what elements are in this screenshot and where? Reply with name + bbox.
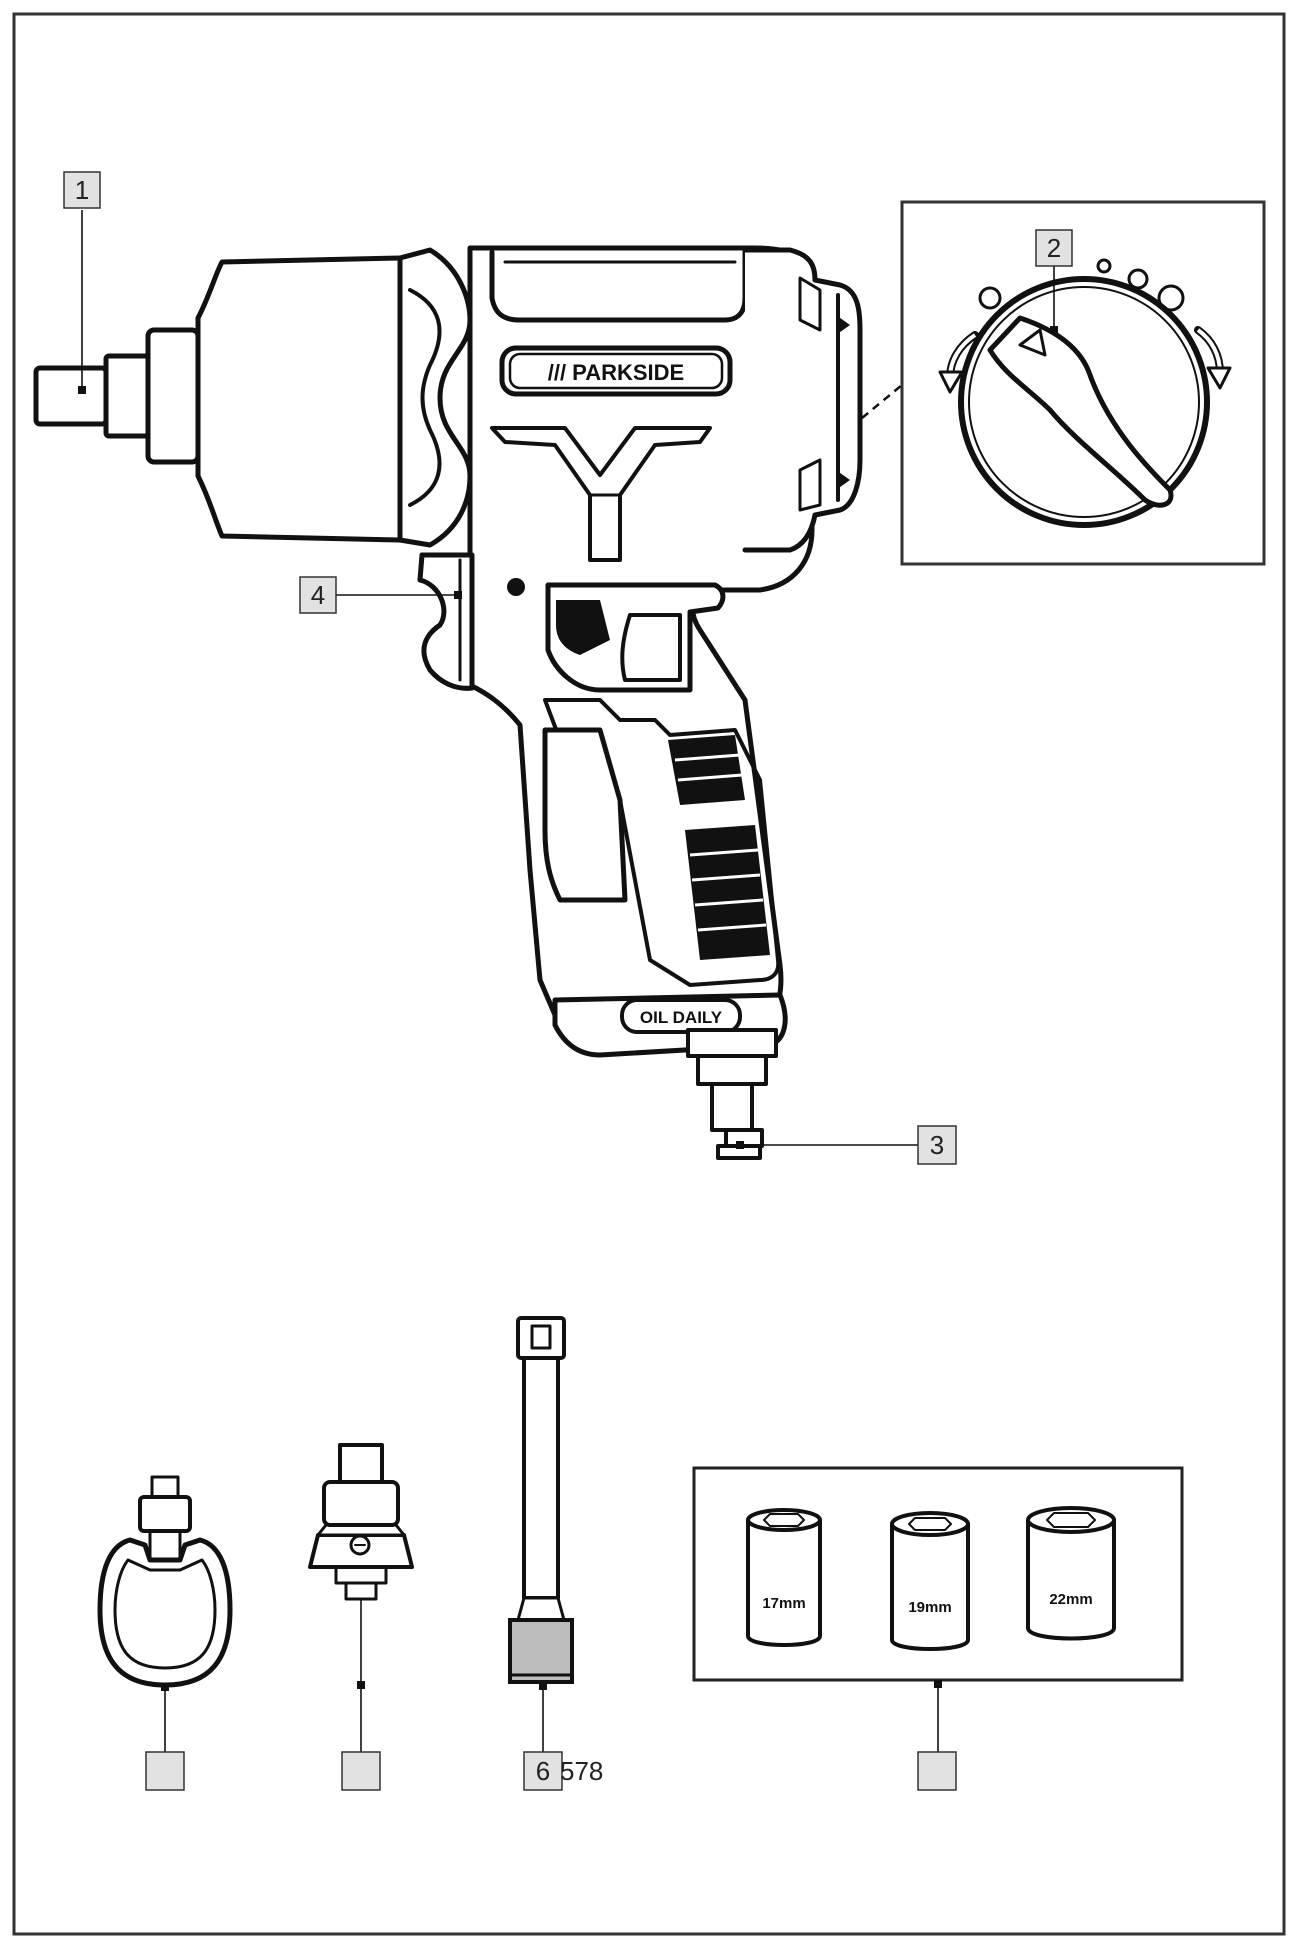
label-6: 6 — [523, 1751, 563, 1791]
speed-indicator-1 — [978, 286, 1002, 310]
brand-text: /// PARKSIDE — [548, 360, 685, 385]
accessory-ring — [97, 1475, 233, 1688]
impact-wrench: /// PARKSIDE OIL DAI — [33, 245, 863, 1160]
socket-17: 17mm — [746, 1508, 822, 1647]
socket-22-label: 22mm — [1049, 1591, 1092, 1608]
label-box-empty-ring — [145, 1751, 185, 1791]
svg-text:3: 3 — [930, 1130, 944, 1160]
inset-link-line — [861, 384, 903, 419]
svg-text:4: 4 — [311, 580, 325, 610]
arrow-right-icon — [1206, 366, 1232, 390]
accessory-coupler — [308, 1443, 414, 1601]
accessory-extension-bar — [508, 1316, 574, 1684]
svg-text:1: 1 — [75, 175, 89, 205]
air-inlet — [686, 1028, 778, 1160]
socket-19: 19mm — [890, 1511, 970, 1651]
square-drive — [33, 327, 201, 465]
speed-indicator-3 — [1127, 268, 1149, 290]
trigger — [417, 552, 475, 691]
brand-plate — [499, 345, 733, 397]
label-box-empty-coupler — [341, 1751, 381, 1791]
label-578: 578 — [560, 1756, 603, 1786]
page-frame — [12, 12, 1286, 1936]
reverse-button — [507, 578, 525, 596]
svg-text:2: 2 — [1047, 233, 1061, 263]
svg-text:6: 6 — [536, 1756, 550, 1786]
oil-text: OIL DAILY — [640, 1008, 723, 1027]
dial-lever — [987, 315, 1174, 508]
speed-dial-inset — [861, 200, 1266, 566]
speed-indicator-4 — [1157, 284, 1185, 312]
label-1: 1 — [63, 171, 101, 209]
socket-19-label: 19mm — [908, 1599, 951, 1616]
accessory-socket-set: 17mm 19mm 22mm — [692, 1466, 1184, 1682]
socket-22: 22mm — [1026, 1506, 1116, 1641]
grip-texture — [668, 735, 770, 960]
speed-indicator-2 — [1096, 258, 1112, 274]
hammer-housing — [195, 255, 403, 543]
arrow-left-icon — [938, 370, 964, 394]
handle-grip — [543, 698, 781, 987]
socket-17-label: 17mm — [762, 1595, 805, 1612]
oil-plate — [620, 998, 742, 1034]
front-guard — [397, 247, 473, 548]
label-4: 4 — [299, 576, 337, 614]
label-box-empty-sockets — [917, 1751, 957, 1791]
label-2: 2 — [1035, 229, 1073, 267]
rear-cap — [742, 247, 863, 553]
label-3: 3 — [917, 1125, 957, 1165]
